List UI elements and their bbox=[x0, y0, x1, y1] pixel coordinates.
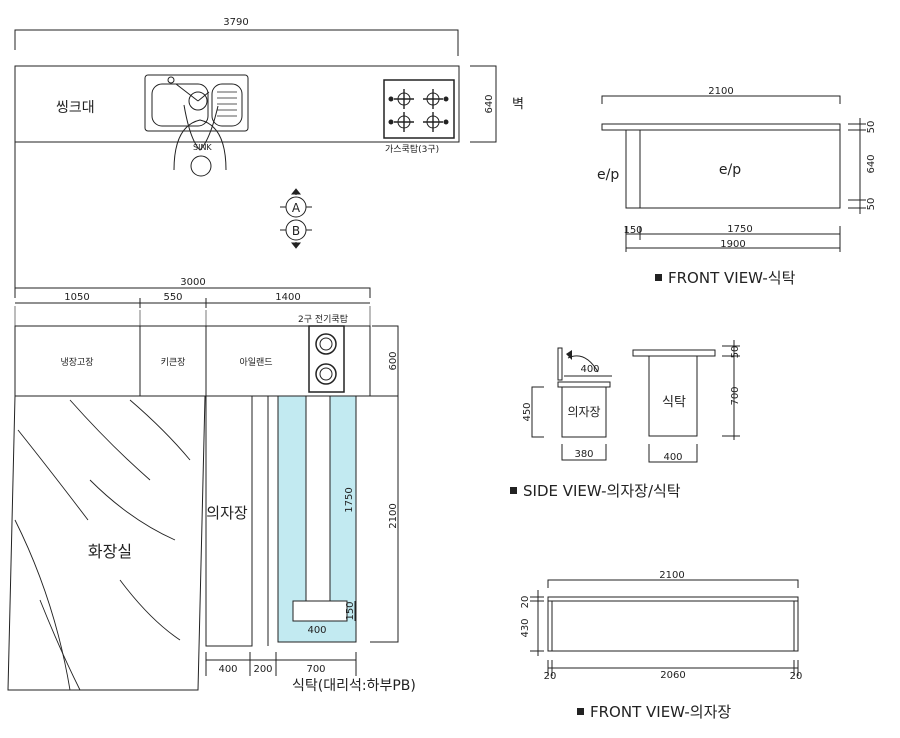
ft-dim-top: 2100 bbox=[708, 86, 733, 97]
dim-400: 400 bbox=[218, 664, 237, 675]
ft-dim-1750: 1750 bbox=[727, 224, 752, 235]
table-label: 식탁(대리석:하부PB) bbox=[292, 678, 416, 694]
dim-550: 550 bbox=[163, 292, 182, 303]
dim-counter-depth: 640 bbox=[484, 94, 495, 113]
cooktop-label: 2구 전기쿡탑 bbox=[298, 313, 348, 325]
wall-note: 벽 bbox=[512, 97, 524, 112]
plan-view: 3790 640 벽 씽크대 SINK bbox=[7, 17, 524, 694]
tall-label: 키큰장 bbox=[161, 357, 186, 368]
front-view-chair-cabinet: 2100 20 430 20 2060 20 FRONT VIEW-의자장 bbox=[520, 570, 802, 721]
dim-1750: 1750 bbox=[344, 487, 355, 512]
dim-2100: 2100 bbox=[388, 503, 399, 528]
fc-caption: FRONT VIEW-의자장 bbox=[590, 703, 731, 721]
section-marker: A B bbox=[280, 188, 312, 249]
gas-cooktop bbox=[383, 79, 455, 139]
fc-dim-2060: 2060 bbox=[660, 670, 685, 681]
dim-lower-total: 3000 bbox=[180, 277, 205, 288]
sv-dim-700: 700 bbox=[730, 386, 741, 405]
ft-dim-50b: 50 bbox=[866, 198, 877, 211]
electric-cooktop bbox=[308, 325, 345, 393]
sv-dim-50: 50 bbox=[730, 346, 741, 359]
fridge-label: 냉장고장 bbox=[60, 357, 93, 368]
dim-1050: 1050 bbox=[64, 292, 89, 303]
ft-ep-left: e/p bbox=[597, 167, 619, 183]
back-counter bbox=[14, 65, 460, 143]
ft-dim-640: 640 bbox=[866, 154, 877, 173]
chair-cabinet-label: 의자장 bbox=[206, 504, 248, 522]
fc-dim-2100: 2100 bbox=[659, 570, 684, 581]
sink-text: SINK bbox=[193, 143, 212, 152]
marker-a: A bbox=[292, 201, 301, 215]
sv-dim-380: 380 bbox=[574, 449, 593, 460]
ft-dim-50: 50 bbox=[866, 121, 877, 134]
ft-dim-150: 150 bbox=[623, 225, 642, 236]
dim-600: 600 bbox=[388, 351, 399, 370]
dining-table-plan bbox=[277, 395, 357, 643]
ft-dim-1900: 1900 bbox=[720, 239, 745, 250]
side-view: 400 450 의자장 380 50 700 식탁 400 SIDE VIEW-… bbox=[510, 340, 741, 500]
sink: SINK bbox=[144, 74, 249, 177]
sv-dim-400b: 400 bbox=[663, 452, 682, 463]
sv-dim-450: 450 bbox=[522, 402, 533, 421]
bathroom: 화장실 bbox=[7, 395, 206, 691]
sv-chair-label: 의자장 bbox=[567, 405, 600, 419]
island-label: 아일랜드 bbox=[239, 357, 272, 368]
bathroom-label: 화장실 bbox=[88, 542, 132, 561]
dim-150: 150 bbox=[345, 601, 356, 620]
fc-dim-20l: 20 bbox=[544, 671, 557, 682]
ft-ep-center: e/p bbox=[719, 162, 741, 178]
fc-dim-20r: 20 bbox=[790, 671, 803, 682]
sv-dim-400: 400 bbox=[580, 364, 599, 375]
ft-caption: FRONT VIEW-식탁 bbox=[668, 269, 796, 287]
sink-label: 씽크대 bbox=[56, 100, 95, 116]
marker-b: B bbox=[292, 224, 300, 238]
dim-200: 200 bbox=[253, 664, 272, 675]
fc-dim-20: 20 bbox=[520, 596, 531, 609]
sv-caption: SIDE VIEW-의자장/식탁 bbox=[523, 482, 681, 500]
front-view-table: 2100 50 640 50 e/p e/p 150 1750 1900 FRO… bbox=[597, 86, 877, 287]
sv-table-label: 식탁 bbox=[662, 395, 686, 410]
dim-total: 3790 bbox=[223, 17, 248, 28]
fc-dim-430: 430 bbox=[520, 618, 531, 637]
gas-label: 가스쿡탑(3구) bbox=[385, 143, 439, 155]
dim-400-inner: 400 bbox=[307, 625, 326, 636]
dim-1400: 1400 bbox=[275, 292, 300, 303]
dim-700: 700 bbox=[306, 664, 325, 675]
